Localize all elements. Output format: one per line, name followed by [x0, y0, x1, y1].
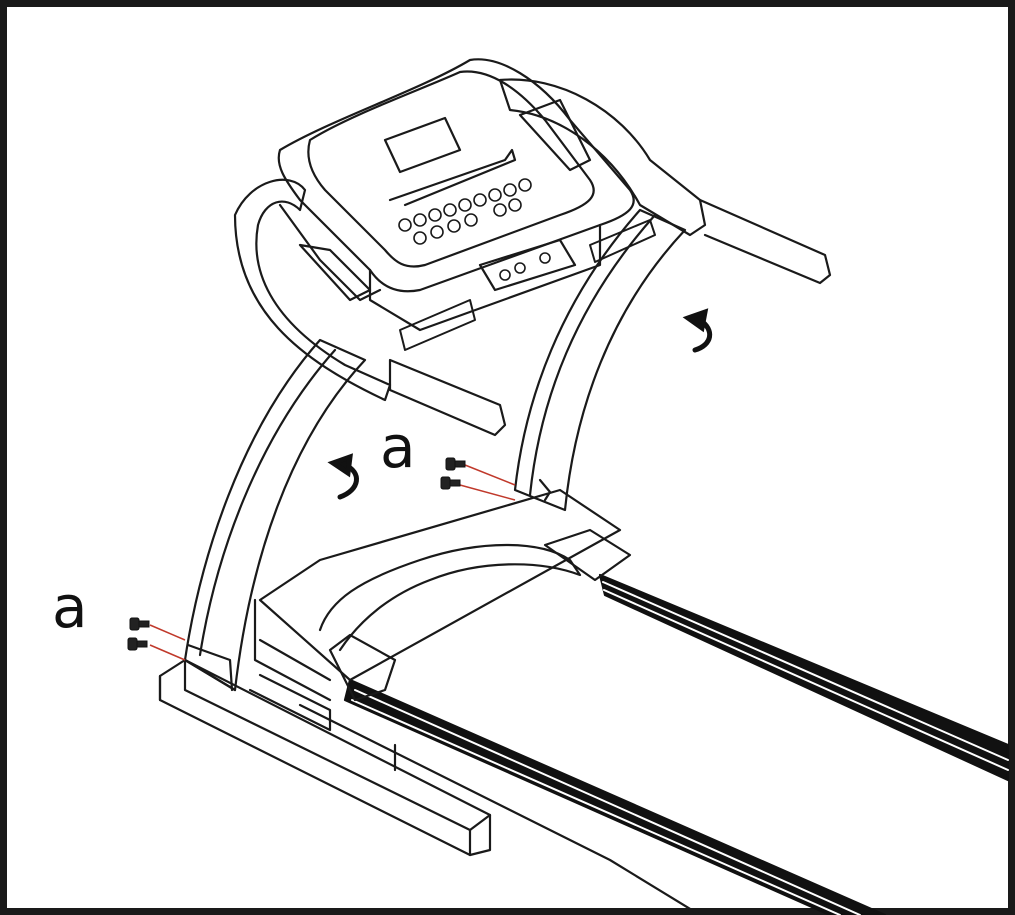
deck-frame [253, 488, 632, 702]
console-buttons [398, 178, 551, 281]
screw-icon [127, 457, 516, 661]
running-belt [343, 573, 1010, 915]
left-upright [183, 338, 367, 692]
right-upright [513, 208, 687, 512]
console-body [277, 58, 635, 332]
part-label-a-left: a [52, 573, 88, 641]
rotate-arrow-icon [327, 453, 359, 500]
base-rail [158, 658, 702, 915]
handlebars [233, 78, 832, 437]
part-label-a-center: a [380, 413, 416, 481]
rotate-arrow-icon [682, 308, 712, 353]
